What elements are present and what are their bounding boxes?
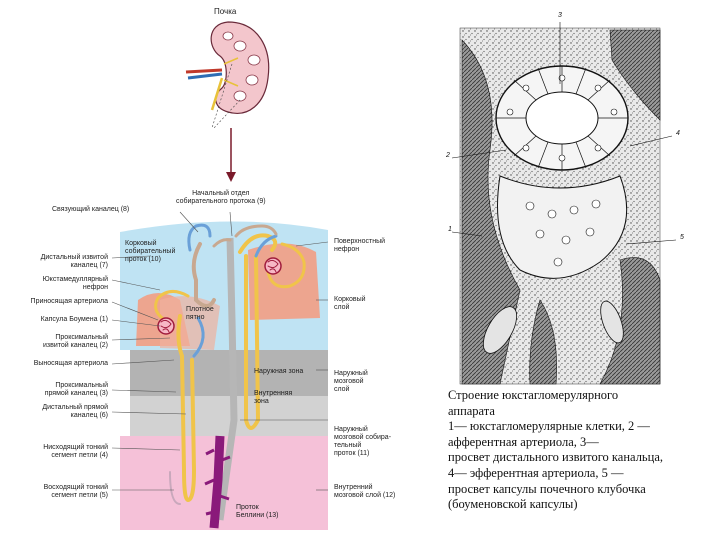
- label-thin-ascending: Восходящий тонкий сегмент петли (5): [43, 484, 108, 499]
- juxtamedullary-nephron-shape: [154, 223, 278, 505]
- bellini-duct-branches: [204, 448, 231, 516]
- label-cortical-collecting: Корковый собирательный проток (10): [125, 240, 176, 263]
- micrograph-number-2: 2: [446, 152, 450, 159]
- label-inner-medulla: Внутренний мозговой слой (12): [334, 484, 396, 499]
- label-macula-densa: Плотное пятно: [186, 306, 214, 321]
- label-outer-medullary-collecting: Наружный мозговой собира- тельный проток…: [334, 426, 392, 457]
- label-afferent-arteriole: Приносящая артериола: [30, 298, 108, 305]
- collecting-duct: [216, 237, 238, 521]
- pointer-arrowhead: [226, 172, 236, 182]
- label-proximal-straight: Проксимальный прямой каналец (3): [44, 382, 108, 397]
- micrograph-number-3: 3: [558, 12, 562, 19]
- kidney-title: Почка: [214, 7, 237, 16]
- label-distal-convoluted: Дистальный извитой каналец (7): [40, 254, 108, 269]
- leader-lines: [111, 211, 329, 491]
- label-distal-straight: Дистальный прямой каналец (6): [42, 404, 108, 419]
- label-outer-zone: Наружная зона: [254, 368, 304, 375]
- caption-line: (боуменовской капсулы): [448, 497, 578, 512]
- label-inner-zone: Внутренняя зона: [254, 390, 293, 405]
- caption-line: просвет капсулы почечного клубочка: [448, 481, 646, 496]
- kidney-icon: [185, 21, 270, 129]
- caption-line: Строение юкстагломерулярного: [448, 388, 619, 402]
- glomerulus-area: [482, 175, 628, 354]
- label-bellini-duct: Проток Беллини (13): [236, 504, 279, 519]
- micrograph-pointers: [451, 22, 677, 245]
- label-bowman-capsule: Капсула Боумена (1): [40, 316, 108, 323]
- caption-line: аппарата: [448, 403, 495, 418]
- label-juxtamedullary-nephron: Юкстамедуллярный нефрон: [42, 276, 108, 291]
- figure-caption: Строение юкстагломерулярного аппарата 1—…: [448, 388, 710, 513]
- micrograph-number-5: 5: [680, 234, 684, 241]
- bellini-duct-shape: [209, 435, 225, 529]
- label-initial-collecting: Начальный отдел собирательного протока (…: [176, 190, 266, 205]
- micrograph-strands: [461, 29, 661, 385]
- caption-line: 1— юкстагломерулярные клетки, 2 —: [448, 419, 650, 434]
- micrograph-number-1: 1: [448, 226, 452, 233]
- micrograph-number-4: 4: [676, 130, 680, 137]
- caption-line: афферентная артериола, 3—: [448, 434, 599, 449]
- label-connecting-tubule: Связующий каналец (8): [52, 206, 130, 213]
- label-superficial-nephron: Поверхностный нефрон: [334, 238, 386, 253]
- caption-line: просвет дистального извитого канальца,: [448, 450, 663, 465]
- label-proximal-convoluted: Проксимальный извитой каналец (2): [43, 334, 108, 349]
- label-outer-medulla: Наружный мозговой слой: [334, 370, 368, 393]
- caption-line: 4— эфферентная артериола, 5 —: [448, 465, 624, 480]
- label-thin-descending: Нисходящий тонкий сегмент петли (4): [43, 444, 108, 459]
- distal-tubule-ring: [495, 65, 629, 171]
- label-efferent-arteriole: Выносящая артериола: [33, 360, 108, 367]
- label-cortex: Корковый слой: [334, 296, 366, 311]
